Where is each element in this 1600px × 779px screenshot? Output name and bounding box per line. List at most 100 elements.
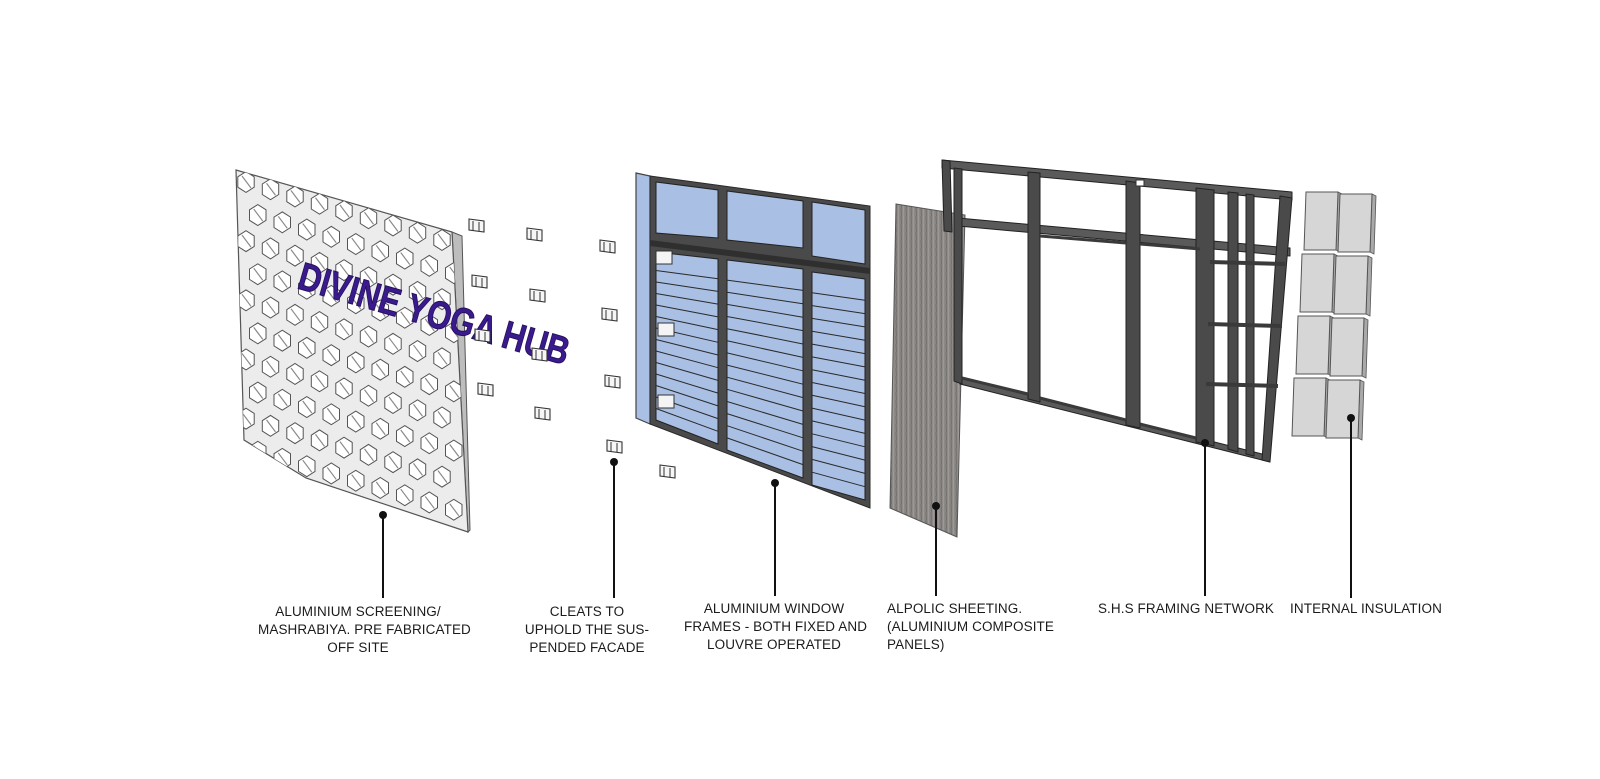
cleat [529, 288, 546, 303]
mashrabiya-shade [290, 249, 301, 263]
mashrabiya-shade [290, 485, 301, 499]
mashrabiya-shade [388, 278, 399, 292]
louvre-blade [726, 376, 804, 399]
mashrabiya-shade [326, 348, 337, 362]
louvre-blade [726, 279, 804, 291]
mashrabiya-shade [351, 237, 362, 251]
mashrabiya-shade [253, 267, 264, 281]
mashrabiya-pattern [237, 171, 463, 532]
mashrabiya-shade [315, 315, 325, 329]
mashrabiya-shade [326, 230, 337, 244]
label-insulation: INTERNAL INSULATION [1281, 600, 1451, 618]
mashrabiya-shade [266, 478, 276, 492]
cleat [534, 406, 551, 421]
mashrabiya-shade [315, 434, 325, 447]
louvre-blade [655, 293, 719, 305]
mashrabiya-shade [437, 529, 448, 532]
mashrabiya-shade [424, 259, 435, 273]
mashrabiya-shade [277, 215, 288, 229]
mashrabiya-shade [290, 190, 301, 203]
label-window-frames-line-3: LOUVRE OPERATED [706, 637, 842, 652]
mashrabiya-shade [253, 208, 264, 222]
insulation-board [1303, 191, 1343, 253]
mashrabiya-shade [388, 514, 399, 528]
label-insulation-line-1: INTERNAL INSULATION [1290, 601, 1442, 616]
mashrabiya-shade [375, 422, 386, 436]
frame-cleats [655, 250, 675, 409]
mashrabiya-hole [249, 440, 267, 463]
mashrabiya-shade [339, 322, 350, 336]
mashrabiya-shade [364, 271, 374, 284]
insulation-board [1337, 193, 1377, 255]
mashrabiya-shade [266, 242, 276, 255]
insulation-board [1299, 253, 1339, 315]
cleat [477, 382, 494, 397]
louvre-blade [655, 339, 719, 356]
mashrabiya-shade [375, 481, 386, 495]
mashrabiya-shade [413, 226, 423, 240]
insulation-board [1325, 379, 1365, 441]
mashrabiya-shade [315, 493, 325, 506]
cleat [659, 464, 676, 479]
louvre-blade [726, 303, 804, 318]
louvre-blade [655, 362, 719, 381]
mashrabiya-shade [375, 363, 386, 376]
louvre-blade [726, 291, 804, 305]
louvre-blade [726, 328, 804, 345]
mashrabiya-shade [302, 282, 313, 296]
louvre-blade [726, 364, 804, 385]
louvre-blade [811, 292, 866, 301]
mashrabiya-shade [413, 522, 423, 532]
mashrabiya-shade [449, 503, 460, 517]
louvre-blade [811, 330, 866, 341]
mashrabiya-shade [253, 386, 264, 399]
mashrabiya-hole [433, 524, 451, 532]
louvre-blade [726, 352, 804, 372]
mashrabiya-shade [266, 301, 276, 314]
insulation-board [1291, 377, 1331, 439]
mashrabiya-shade [449, 444, 460, 457]
mashrabiya-shade [326, 289, 337, 303]
mashrabiya-shade [351, 415, 362, 428]
mashrabiya-shade [375, 304, 386, 317]
alpolic-sheeting-panel [889, 203, 966, 538]
mashrabiya-hole [237, 466, 255, 489]
mashrabiya-shade [437, 351, 448, 365]
mashrabiya-shade [315, 197, 325, 211]
leader-dot-framing [1201, 439, 1209, 447]
mashrabiya-shade [339, 382, 350, 395]
mashrabiya-shade [326, 467, 337, 480]
cleats-group [468, 218, 676, 479]
mashrabiya-shade [266, 360, 276, 374]
mashrabiya-shade [424, 318, 435, 332]
internal-insulation-boards [1291, 191, 1377, 441]
mashrabiya-hole [359, 503, 378, 526]
cleat [471, 274, 488, 289]
mashrabiya-shade [339, 441, 350, 455]
cleat [606, 439, 623, 454]
mashrabiya-shade [400, 311, 411, 325]
mashrabiya-hole [286, 481, 304, 504]
mashrabiya-hole [408, 517, 427, 532]
label-alpolic-line-2: (ALUMINIUM COMPOSITE [887, 619, 1055, 634]
mashrabiya-shade [339, 500, 350, 514]
label-framing: S.H.S FRAMING NETWORK [1096, 600, 1276, 618]
louvre-blade [726, 316, 804, 332]
mashrabiya-shade [315, 374, 325, 388]
label-window-frames-line-2: FRAMES - BOTH FIXED AND [684, 619, 868, 634]
louvre-blade [655, 373, 719, 394]
mashrabiya-shade [351, 474, 362, 488]
label-cleats-line-1: CLEATS TO [549, 604, 625, 619]
aluminium-window-frames [635, 172, 871, 509]
louvre-blade [811, 382, 866, 394]
louvre-blade [811, 420, 866, 434]
insulation-board [1333, 255, 1373, 317]
mashrabiya-hole [261, 474, 280, 497]
cleat [468, 218, 485, 233]
mashrabiya-shade [253, 327, 264, 340]
mashrabiya-shade [241, 412, 252, 426]
louvre-blade [811, 317, 866, 328]
mashrabiya-screen-panel: DIVINE YOGA HUB [235, 169, 575, 534]
cleat [474, 328, 491, 343]
cleat [604, 374, 621, 389]
